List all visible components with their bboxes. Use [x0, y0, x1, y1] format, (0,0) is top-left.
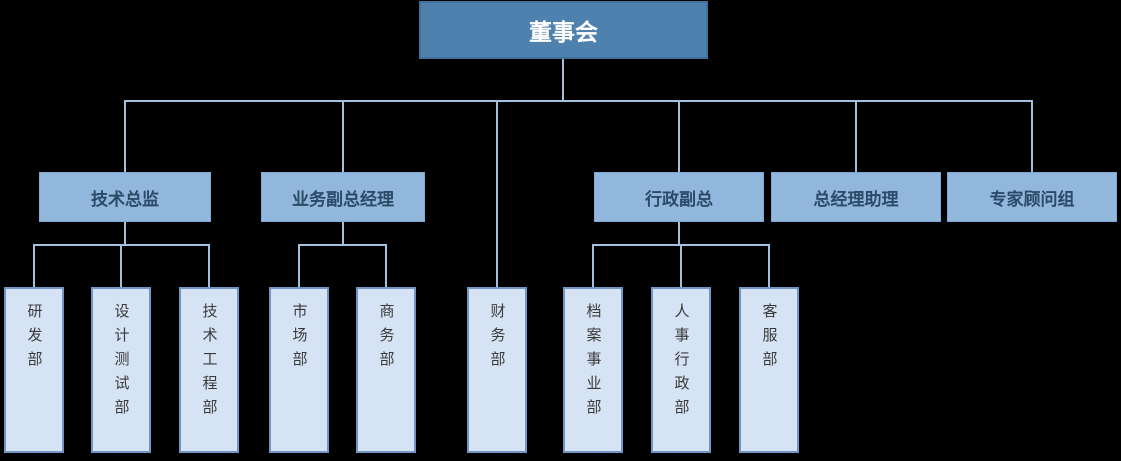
node-label: 技术工程部 — [200, 303, 218, 423]
connector-customer-drop — [768, 246, 770, 287]
connector-biz-bar — [298, 244, 387, 246]
connector-biz-stem — [342, 222, 344, 246]
connector-drop-finance — [496, 100, 498, 287]
node-admin-deputy-gm[interactable]: 行政副总 — [594, 172, 764, 222]
node-label: 人事行政部 — [672, 303, 690, 423]
connector-tech-stem — [124, 222, 126, 246]
node-tech-eng-dept[interactable]: 技术工程部 — [179, 287, 239, 453]
node-label: 技术总监 — [91, 189, 159, 209]
connector-admin-stem — [678, 222, 680, 246]
connector-hr-drop — [680, 246, 682, 287]
node-label: 业务副总经理 — [292, 189, 394, 209]
node-design-test-dept[interactable]: 设计测试部 — [91, 287, 151, 453]
node-label: 总经理助理 — [813, 189, 899, 209]
connector-commerce-drop — [385, 246, 387, 287]
connector-admin-bar — [592, 244, 770, 246]
node-label: 财务部 — [488, 303, 506, 375]
connector-marketing-drop — [298, 246, 300, 287]
node-archives-dept[interactable]: 档案事业部 — [563, 287, 623, 453]
connector-drop-biz — [342, 100, 344, 172]
node-gm-assistant[interactable]: 总经理助理 — [771, 172, 941, 222]
node-finance-dept[interactable]: 财务部 — [467, 287, 527, 453]
node-label: 客服部 — [760, 303, 778, 375]
node-rd-dept[interactable]: 研发部 — [4, 287, 64, 453]
connector-drop-admin — [678, 100, 680, 172]
node-label: 商务部 — [377, 303, 395, 375]
node-board-of-directors[interactable]: 董事会 — [419, 1, 708, 59]
connector-tech-bar — [33, 244, 210, 246]
connector-spine — [124, 100, 1033, 102]
node-label: 专家顾问组 — [989, 189, 1075, 209]
connector-board-drop — [562, 59, 564, 100]
node-label: 档案事业部 — [584, 303, 602, 423]
node-customer-svc-dept[interactable]: 客服部 — [739, 287, 799, 453]
node-expert-advisors[interactable]: 专家顾问组 — [947, 172, 1117, 222]
connector-tech-eng-drop — [208, 246, 210, 287]
node-label: 研发部 — [25, 303, 43, 375]
connector-design-drop — [120, 246, 122, 287]
connector-archives-drop — [592, 246, 594, 287]
node-business-deputy-gm[interactable]: 业务副总经理 — [261, 172, 425, 222]
connector-drop-gmasst — [855, 100, 857, 172]
connector-drop-experts — [1031, 100, 1033, 172]
node-label: 行政副总 — [645, 189, 713, 209]
node-marketing-dept[interactable]: 市场部 — [269, 287, 329, 453]
node-label: 市场部 — [290, 303, 308, 375]
connector-drop-tech — [124, 100, 126, 172]
node-hr-admin-dept[interactable]: 人事行政部 — [651, 287, 711, 453]
node-label: 董事会 — [529, 19, 598, 45]
connector-rd-drop — [33, 246, 35, 287]
node-commerce-dept[interactable]: 商务部 — [356, 287, 416, 453]
node-tech-director[interactable]: 技术总监 — [39, 172, 211, 222]
node-label: 设计测试部 — [112, 303, 130, 423]
